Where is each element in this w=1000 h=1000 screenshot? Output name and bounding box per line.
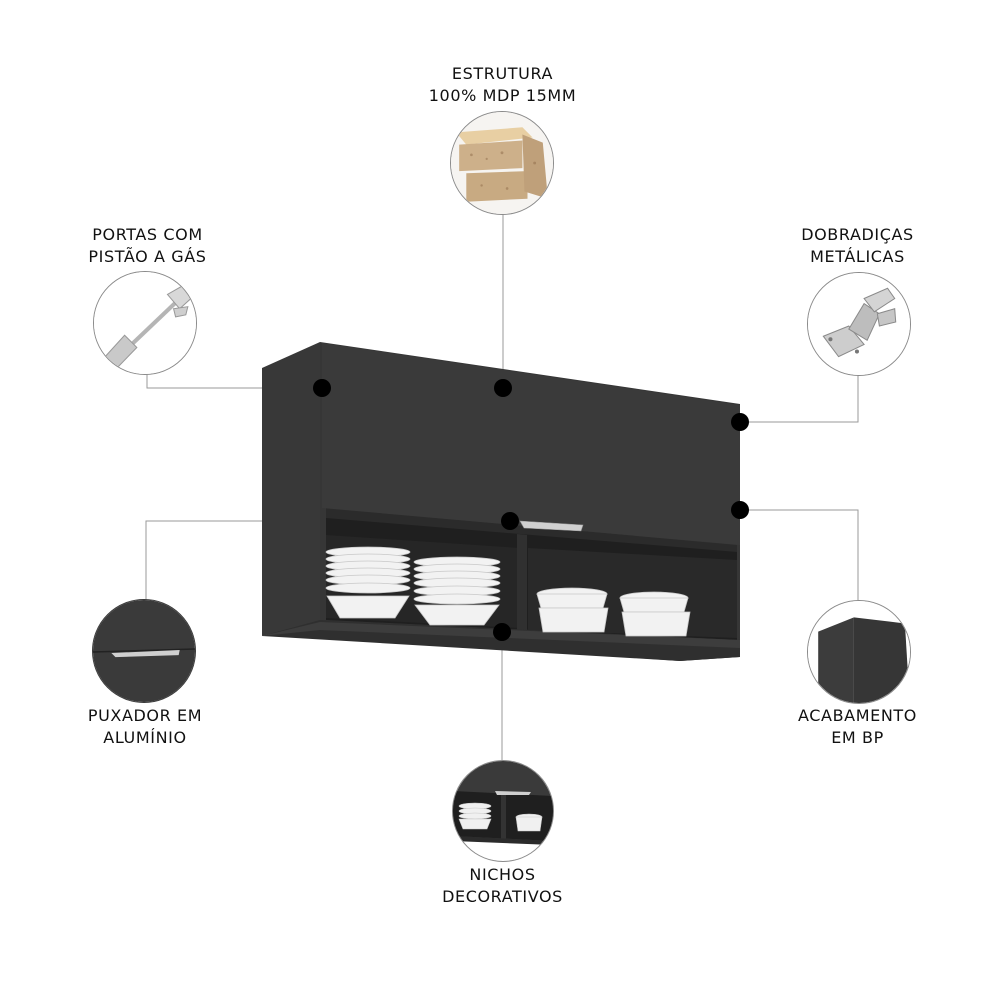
mdp-board-icon — [450, 111, 554, 215]
gas-piston-icon — [93, 271, 197, 375]
cabinet — [262, 342, 740, 661]
marker-estrutura[interactable] — [494, 379, 512, 397]
feature-label-line: ACABAMENTO — [798, 706, 917, 725]
bowls-stack — [536, 587, 609, 633]
feature-label-line: 100% MDP 15MM — [428, 86, 577, 105]
feature-label-puxador: PUXADOR EM ALUMÍNIO — [65, 705, 225, 749]
bp-finish-corner-icon — [807, 600, 911, 704]
feature-label-line: ESTRUTURA — [451, 64, 554, 83]
bowls-stack — [619, 591, 691, 637]
marker-dobradicas[interactable] — [731, 413, 749, 431]
feature-label-portas: PORTAS COM PISTÃO A GÁS — [65, 224, 230, 268]
aluminum-handle-icon — [92, 599, 196, 703]
feature-label-acabamento: ACABAMENTO EM BP — [780, 705, 935, 749]
feature-label-line: DECORATIVOS — [442, 887, 563, 906]
feature-label-line: NICHOS — [469, 865, 536, 884]
marker-puxador[interactable] — [501, 512, 519, 530]
feature-label-line: ALUMÍNIO — [103, 728, 187, 747]
metal-hinge-icon — [807, 272, 911, 376]
marker-acabamento[interactable] — [731, 501, 749, 519]
plates-stack — [325, 546, 411, 619]
feature-label-line: PORTAS COM — [92, 225, 203, 244]
feature-label-line: EM BP — [831, 728, 884, 747]
plates-stack — [413, 556, 501, 626]
decorative-niches-icon — [452, 760, 554, 862]
marker-portas[interactable] — [313, 379, 331, 397]
feature-label-nichos: NICHOS DECORATIVOS — [425, 864, 580, 908]
feature-markers — [313, 379, 749, 641]
feature-label-estrutura: ESTRUTURA 100% MDP 15MM — [400, 63, 605, 107]
feature-label-line: PISTÃO A GÁS — [88, 247, 207, 266]
feature-label-line: METÁLICAS — [810, 247, 905, 266]
feature-label-dobradicas: DOBRADIÇAS METÁLICAS — [780, 224, 935, 268]
marker-nichos[interactable] — [493, 623, 511, 641]
feature-label-line: DOBRADIÇAS — [801, 225, 914, 244]
feature-label-line: PUXADOR EM — [87, 706, 203, 725]
